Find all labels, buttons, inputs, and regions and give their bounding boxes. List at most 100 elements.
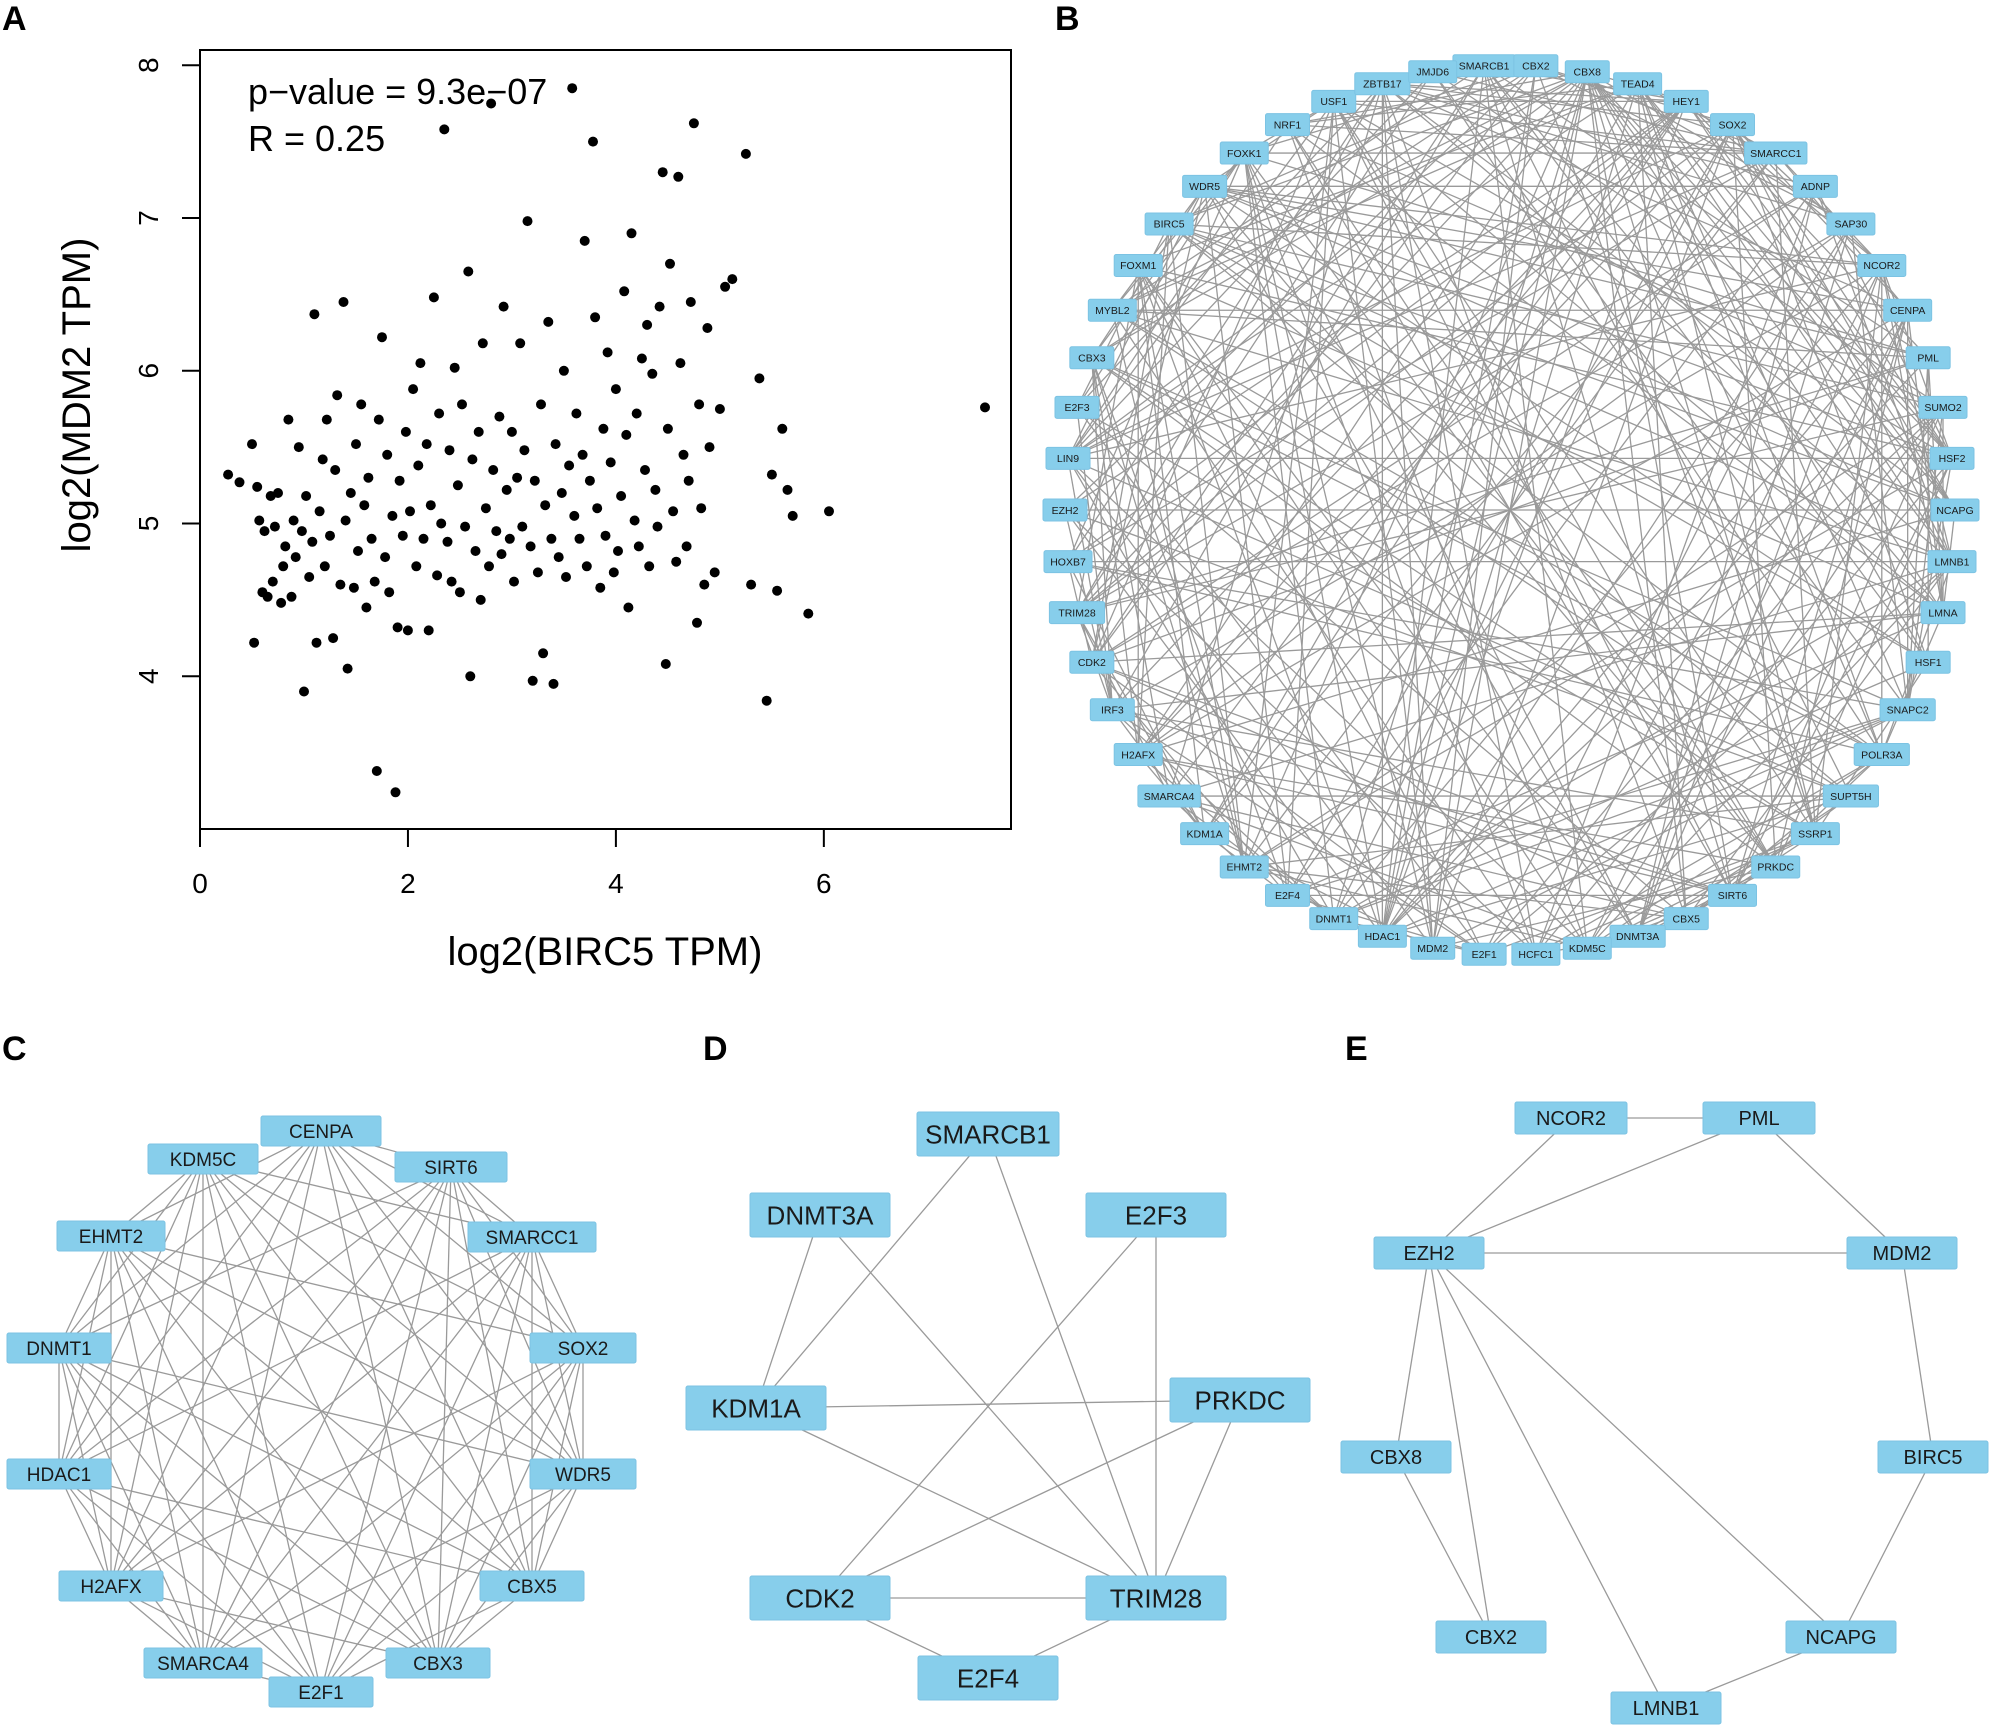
scatter-point	[688, 118, 699, 129]
scatter-point	[668, 506, 679, 517]
network-edge	[1204, 185, 1777, 868]
network-node-box	[143, 1647, 263, 1679]
network-edge	[755, 1214, 821, 1409]
network-node-box	[147, 1143, 259, 1175]
network-node: SMARCB1	[916, 1111, 1060, 1157]
network-node-box	[1357, 924, 1407, 948]
scatter-point	[600, 530, 611, 541]
network-node: CBX5	[479, 1570, 585, 1602]
scatter-point	[640, 465, 650, 475]
network-node: CENPA	[260, 1115, 382, 1147]
scatter-point	[692, 617, 702, 628]
network-edge	[450, 1166, 533, 1587]
network-node-label: EZH2	[1052, 505, 1079, 517]
scatter-point	[536, 399, 546, 410]
network-node-box	[1373, 1236, 1485, 1270]
network-node-label: CBX2	[1522, 61, 1550, 73]
network-edge	[1333, 100, 1944, 614]
network-edge	[1881, 612, 1944, 755]
network-node-box	[749, 1192, 891, 1238]
network-node: SMARCA4	[1137, 784, 1201, 808]
network-node: EHMT2	[1219, 855, 1269, 879]
network-edge	[1076, 100, 1687, 614]
network-edge	[1758, 1117, 1903, 1254]
scatter-point	[247, 439, 257, 450]
scatter-point	[980, 402, 990, 413]
network-node-label: ZBTB17	[1363, 78, 1402, 90]
network-node-box	[1846, 1236, 1958, 1270]
network-node-box	[1744, 141, 1808, 165]
scatter-point	[304, 572, 315, 582]
scatter-point	[309, 309, 320, 320]
network-edge	[1168, 223, 1944, 409]
scatter-point	[699, 579, 710, 590]
network-node-box	[260, 1115, 382, 1147]
network-node-box	[1461, 942, 1507, 966]
network-edge	[202, 1158, 533, 1587]
network-edge	[320, 1130, 533, 1238]
network-node-box	[479, 1570, 585, 1602]
network-node-label: DNMT1	[26, 1339, 91, 1360]
scatter-point	[647, 368, 658, 379]
network-edge	[1382, 795, 1852, 937]
network-node: KDM5C	[147, 1143, 259, 1175]
x-tick-label: 4	[608, 868, 624, 899]
network-node: SSRP1	[1790, 822, 1840, 846]
network-node: PML	[1702, 1101, 1816, 1135]
scatter-point	[299, 686, 309, 697]
network-edge	[1137, 264, 1944, 614]
network-node-label: HCFC1	[1518, 949, 1553, 961]
network-edge	[1076, 406, 1816, 835]
scatter-point	[283, 414, 294, 425]
network-node: CBX3	[1069, 346, 1115, 370]
network-node: PRKDC	[1751, 855, 1801, 879]
scatter-point	[286, 591, 297, 602]
network-node-box	[1930, 498, 1980, 522]
network-node-box	[1513, 54, 1559, 78]
network-edge	[1382, 83, 1852, 225]
network-node: NCAPG	[1930, 498, 1980, 522]
network-edge	[1067, 152, 1245, 562]
network-edge	[819, 1399, 1241, 1599]
scatter-point	[280, 541, 291, 552]
scatter-point	[642, 319, 653, 330]
scatter-point	[423, 625, 434, 636]
network-node-box	[1085, 1575, 1227, 1621]
network-edge	[1112, 611, 1944, 711]
scatter-point	[382, 449, 393, 460]
network-node-box	[1408, 60, 1458, 84]
network-edge	[1064, 65, 1537, 511]
network-node: LMNB1	[1610, 1691, 1722, 1725]
network-edge	[202, 1158, 584, 1349]
network-edge	[1137, 265, 1206, 834]
network-edge	[1168, 795, 1687, 920]
network-node-label: CBX8	[1370, 1447, 1422, 1469]
network-edge	[1111, 309, 1852, 797]
scatter-point	[714, 404, 725, 414]
scatter-point	[540, 500, 551, 511]
scatter-point	[467, 454, 478, 465]
network-edge	[1067, 457, 1588, 949]
network-node: TEAD4	[1613, 72, 1663, 96]
scatter-point	[325, 530, 335, 541]
network-edge	[1483, 65, 1929, 663]
network-edge	[1381, 65, 1485, 937]
network-edge	[1381, 223, 1852, 937]
network-edge	[1637, 310, 1909, 937]
y-tick-label: 7	[133, 210, 164, 226]
network-node-label: PML	[1917, 353, 1939, 365]
network-edge	[58, 1473, 322, 1693]
network-edge	[1076, 406, 1485, 955]
scatter-point	[644, 561, 655, 572]
scatter-point	[678, 449, 689, 460]
network-edge	[1244, 795, 1851, 868]
network-node: H2AFX	[58, 1570, 164, 1602]
network-edge	[1382, 83, 1908, 311]
network-edge	[1483, 65, 1588, 949]
network-edge	[1111, 185, 1206, 311]
scatter-point	[546, 533, 557, 544]
network-node-label: H2AFX	[80, 1577, 142, 1598]
network-node-box	[56, 1220, 166, 1252]
network-edge	[1204, 100, 1335, 187]
